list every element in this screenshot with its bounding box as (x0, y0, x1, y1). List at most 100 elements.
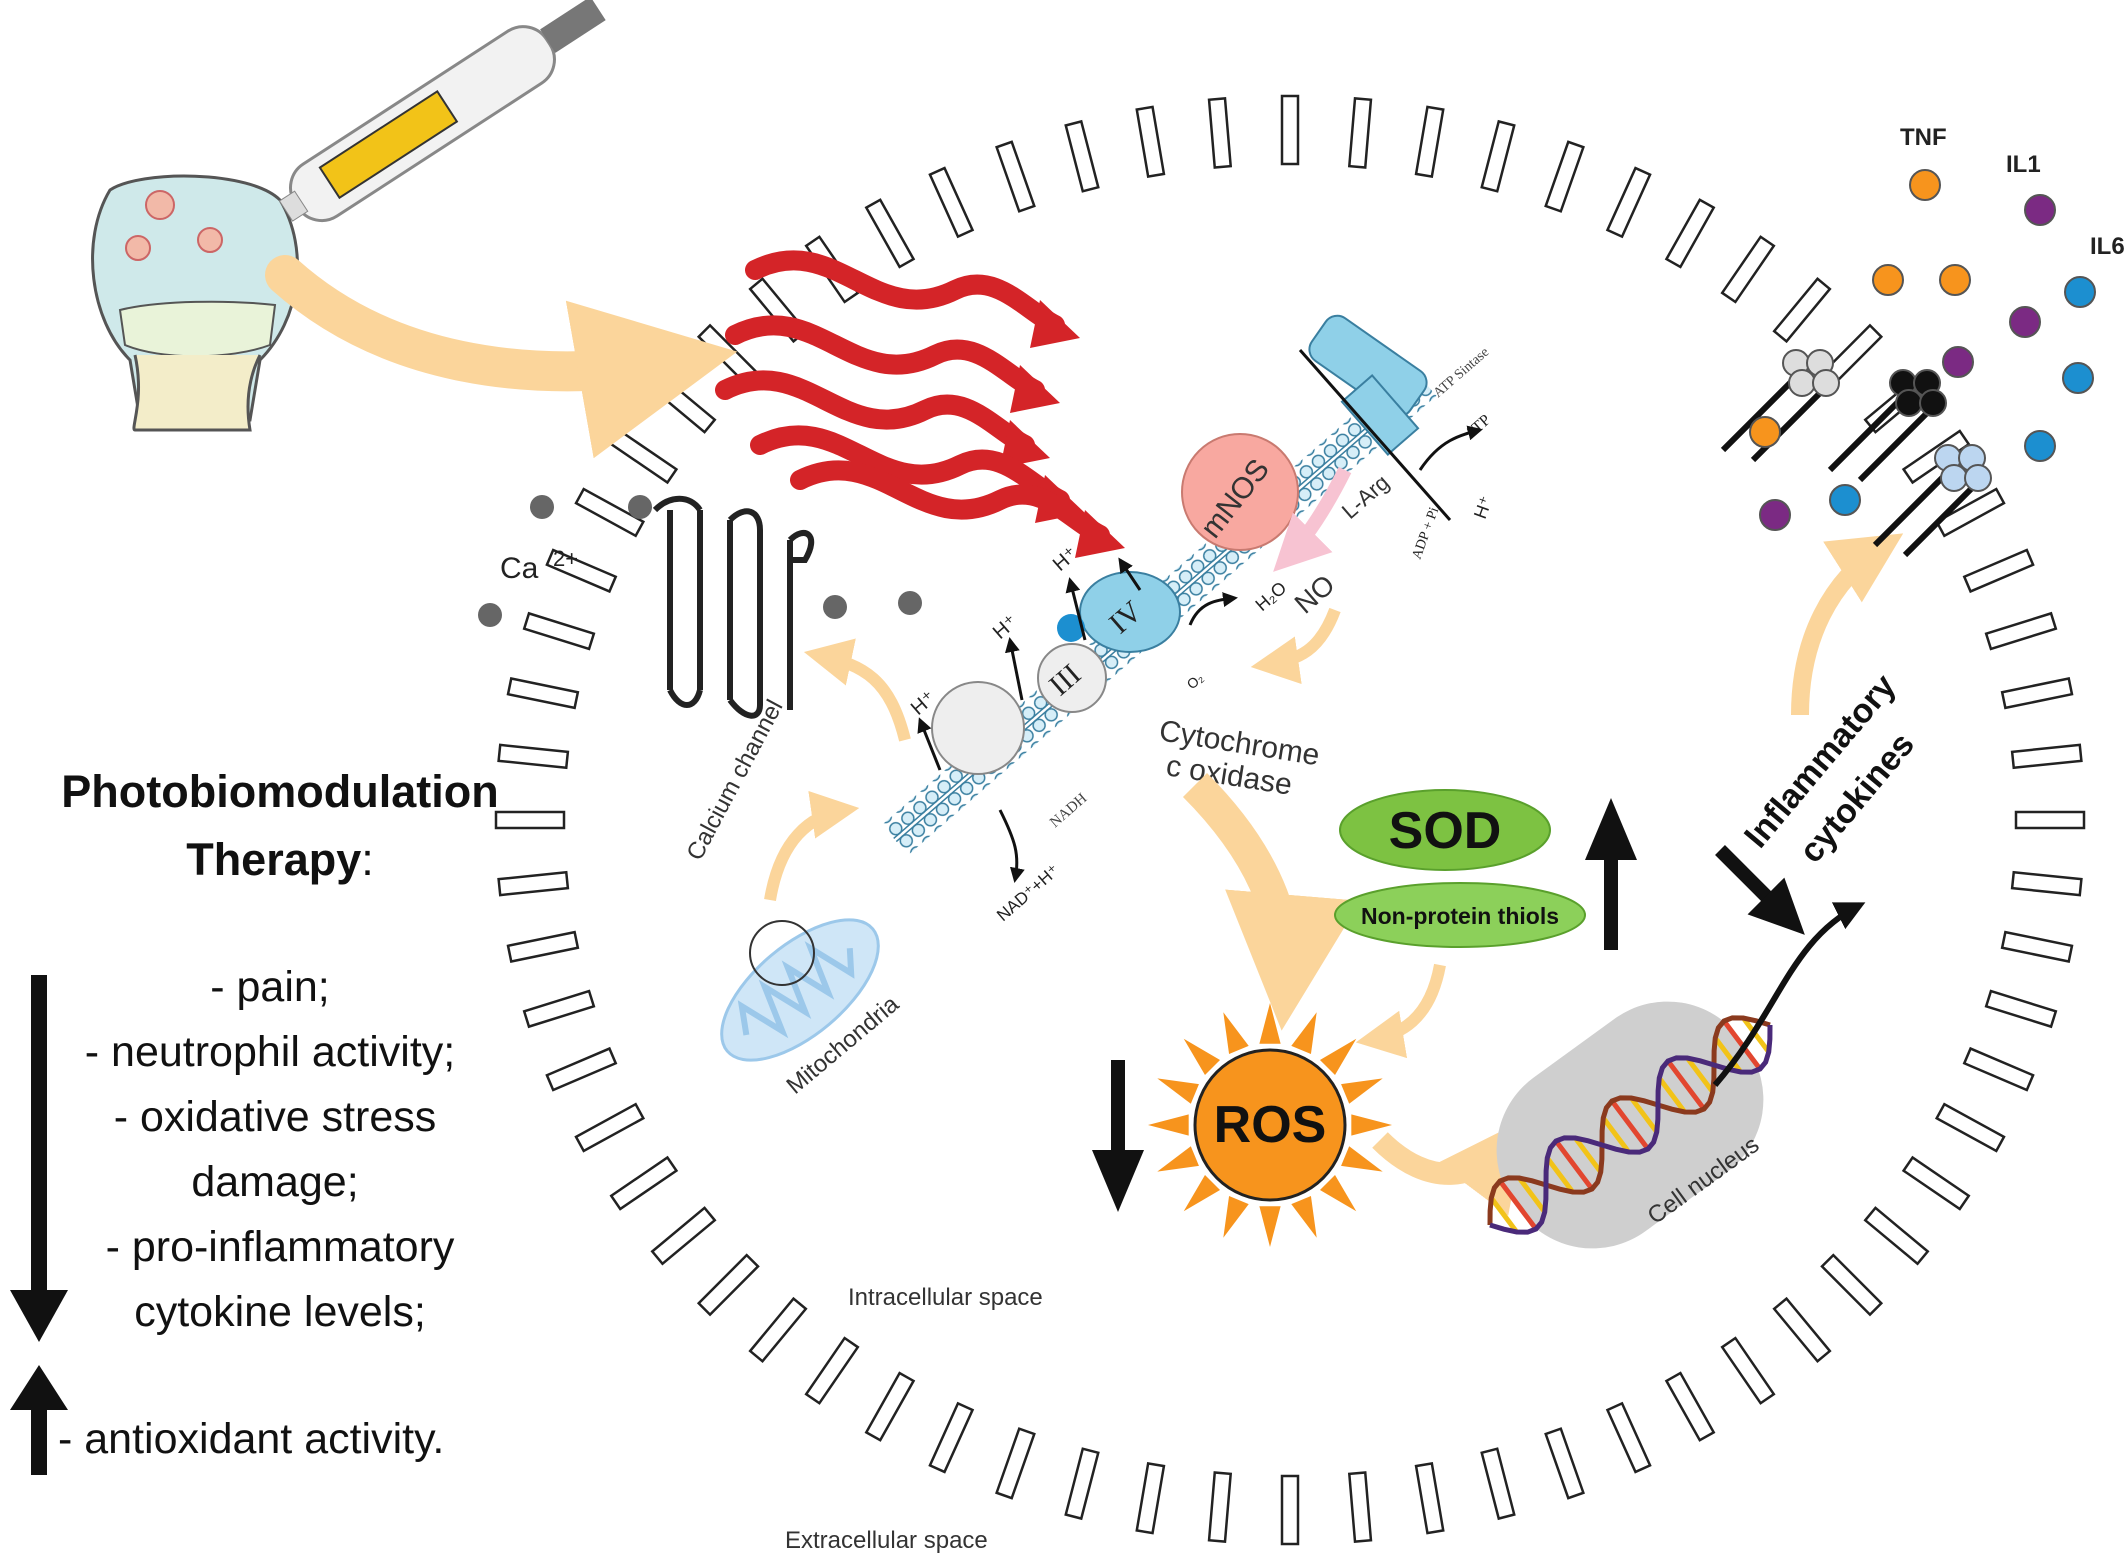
therapy-summary-panel: Photobiomodulation Therapy: - pain; - ne… (0, 0, 560, 1558)
dna-base-pair (1498, 1179, 1538, 1231)
membrane-segment (928, 1401, 975, 1474)
membrane-segment (1207, 1471, 1233, 1543)
thiols-ellipse (1334, 882, 1586, 948)
membrane-segment (864, 1371, 916, 1442)
proton-pump-arrows (917, 557, 1238, 883)
calcium-ion (628, 495, 652, 519)
ros-decrease-arrow (1092, 1060, 1144, 1212)
red-light-wave (790, 460, 1110, 545)
membrane-segment (696, 1253, 760, 1317)
membrane-segment (2000, 930, 2074, 963)
dna-base-pair (1601, 1116, 1631, 1154)
tnf-label: TNF (1900, 124, 1947, 151)
calcium-channel (652, 495, 815, 719)
red-light-wave-head (1000, 420, 1050, 468)
membrane-segment (1772, 277, 1832, 344)
antioxidant-increase-arrow (1585, 798, 1637, 950)
ros-ray (1341, 1146, 1383, 1172)
calcium-channel-label: Calcium channel (681, 695, 788, 864)
membrane-segment (1414, 1461, 1445, 1535)
membrane-segment (1347, 97, 1373, 169)
atp-synthase-label: ATP Sintase (1431, 345, 1492, 401)
red-light-wave (750, 425, 1070, 510)
extracellular-label: Extracellular space (785, 1527, 988, 1554)
atp-synthase (1298, 314, 1452, 521)
membrane-segment (804, 1336, 860, 1405)
dna-strand (1487, 1015, 1771, 1226)
decrease-item-pain: - pain; (210, 963, 330, 1011)
mitochondria-zoom-circle (749, 920, 815, 986)
membrane-segment (748, 1296, 808, 1363)
membrane-segment (1135, 1461, 1166, 1535)
therapy-title-colon: : (361, 834, 374, 885)
il6-molecule (1829, 484, 1861, 516)
cytochrome-to-ros-arrow (1182, 772, 1361, 1031)
membrane-segment (1605, 166, 1652, 239)
il1-molecule (2024, 194, 2056, 226)
no-inhibition-arrow (1250, 607, 1341, 684)
dna-base-pair (1685, 1056, 1715, 1094)
membrane-segment (1280, 94, 1300, 166)
membrane-segment (1605, 1401, 1652, 1474)
membrane-segment (1901, 1155, 1971, 1211)
il1-label: IL1 (2006, 151, 2041, 178)
dna-base-pair (1489, 1196, 1519, 1234)
dna-strand (1489, 1024, 1773, 1235)
dna-base-pair (1741, 1016, 1771, 1054)
receptor-head (1788, 369, 1816, 397)
therapy-title-line1: Photobiomodulation (61, 766, 499, 817)
laser-pen-illustration (278, 0, 606, 223)
membrane-segment (506, 930, 580, 963)
membrane-segment (995, 140, 1036, 213)
dna-base-pair (1666, 1059, 1706, 1111)
ros-burst (1148, 1003, 1392, 1247)
gene-expression-arrow (1712, 902, 1866, 1087)
membrane-segment (1544, 1427, 1585, 1500)
il6-label: IL6 (2090, 233, 2125, 260)
tnf-molecule (1909, 169, 1941, 201)
membrane-segment (609, 429, 679, 485)
ros-ray (1223, 1196, 1249, 1238)
il1-molecule (1759, 499, 1791, 531)
membrane-segment (650, 1206, 717, 1266)
membrane-segment (1480, 1447, 1516, 1521)
ros-ray (1351, 1114, 1392, 1136)
receptor-stalk (1902, 477, 1983, 558)
l-arg-to-no-arrow (1273, 466, 1352, 572)
red-light-wave (725, 315, 1045, 400)
light-delivery-arrow (265, 255, 738, 459)
receptor-head (1940, 464, 1968, 492)
thiols-label: Non-protein thiols (1361, 903, 1559, 929)
membrane-segment (1962, 548, 2035, 594)
cytokine-decrease-arrow (1715, 845, 1805, 935)
membrane-segment (1984, 611, 2058, 651)
dna-base-pair (1545, 1156, 1575, 1194)
calcium-ion (530, 495, 554, 519)
receptor-stalk (1872, 467, 1953, 548)
receptor-stalk (1720, 372, 1801, 453)
ros-ray (1183, 1038, 1221, 1076)
receptor-head (1812, 369, 1840, 397)
ros-ray (1259, 1003, 1281, 1044)
tnf-molecule (1939, 264, 1971, 296)
membrane-segment (2014, 810, 2086, 830)
calcium-charge-label: 2+ (553, 546, 578, 571)
ros-label: ROS (1214, 1096, 1327, 1154)
ros-ray (1259, 1206, 1281, 1247)
decrease-item-cytokine: - pro-inflammatory cytokine levels; (105, 1223, 455, 1336)
dna-base-pair (1657, 1076, 1687, 1114)
membrane-segment (1863, 1206, 1930, 1266)
ros-ray (1291, 1196, 1317, 1238)
membrane-segment (1772, 1296, 1832, 1363)
adp-label: ADP + Pi (1410, 505, 1443, 561)
ros-ray (1157, 1146, 1199, 1172)
complex-iii (1037, 643, 1107, 713)
mitochondria-to-membrane-arrow (764, 791, 860, 902)
il1-molecule (1942, 346, 1974, 378)
membrane-segment (995, 1427, 1036, 1500)
receptor-stalk (1827, 392, 1908, 473)
ros-circle (1193, 1048, 1347, 1202)
membrane-segment (1934, 1102, 2006, 1153)
intracellular-label: Intracellular space (848, 1284, 1043, 1311)
calcium-label: Ca (500, 552, 539, 585)
